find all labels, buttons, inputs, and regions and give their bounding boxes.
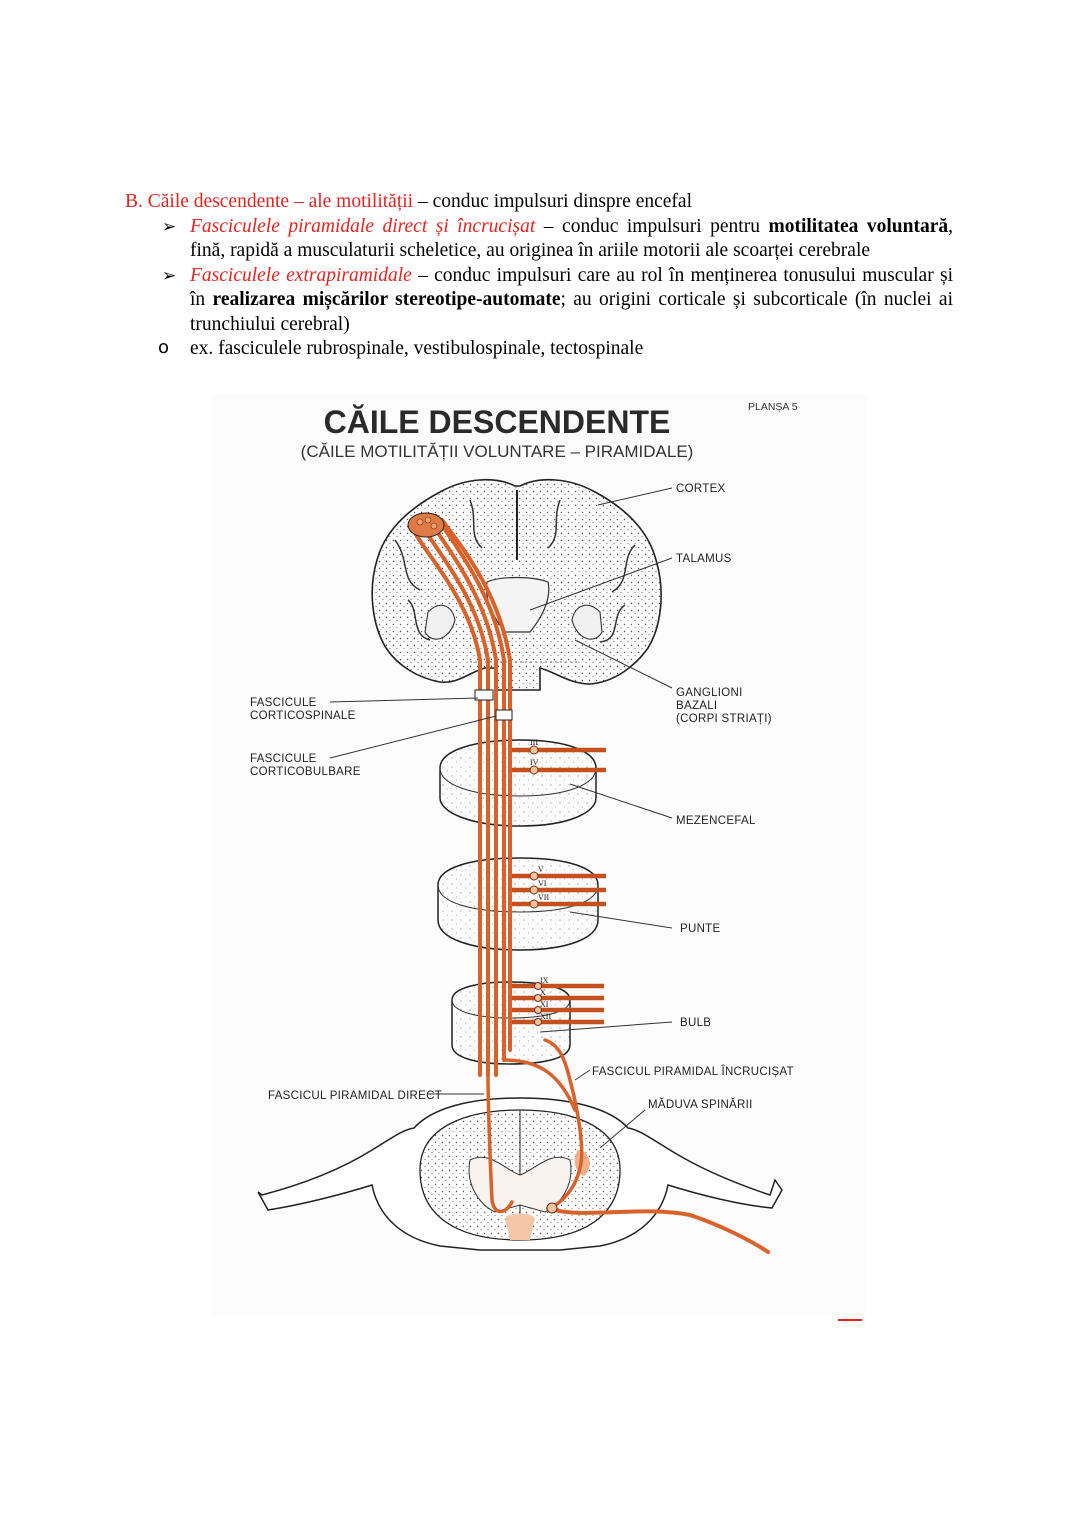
- label-ganglioni: (CORPI STRIAȚI): [676, 713, 772, 725]
- nucleus-label: IV: [530, 758, 539, 767]
- label-punte: PUNTE: [680, 923, 721, 935]
- nucleus-label: XI: [540, 1000, 549, 1009]
- plate-number: PLANȘA 5: [748, 401, 798, 413]
- capsule-marker: [495, 709, 513, 721]
- label-corticobulbare: FASCICULE: [250, 753, 317, 765]
- brain-coronal-section: [371, 478, 662, 691]
- label-ganglioni: BAZALI: [676, 700, 717, 712]
- bullet-bold: realizarea mișcărilor stereotipe-automat…: [212, 289, 561, 310]
- bullet-pyramidal: ➢ Fasciculele piramidale direct și încru…: [125, 215, 953, 264]
- label-bulb: BULB: [680, 1017, 711, 1029]
- bullet-text: – conduc impulsuri care au rol în mențin…: [190, 264, 953, 311]
- midbrain-nuclei: III IV: [512, 738, 606, 775]
- label-mezencefal: MEZENCEFAL: [676, 815, 756, 827]
- crossing-and-direct-tracts: [486, 1038, 770, 1254]
- example-item: o ex. fasciculele rubrospinale, vestibul…: [125, 337, 953, 362]
- label-corticospinale: FASCICULE: [250, 697, 317, 709]
- heading-prefix: B. Căile descendente: [125, 191, 290, 212]
- bullet-text: , fină, rapidă a musculaturii scheletice…: [190, 215, 953, 262]
- nucleus-label: X: [540, 988, 546, 997]
- bullet-term: Fasciculele piramidale direct și încruci…: [190, 215, 536, 237]
- bullet-bold: motilitatea voluntară: [768, 215, 949, 237]
- bullet-text: – conduc impulsuri pentru: [535, 215, 769, 237]
- heading-rest: – conduc impulsuri dinspre encefal: [413, 191, 692, 212]
- figure-subtitle: (CĂILE MOTILITĂȚII VOLUNTARE – PIRAMIDAL…: [301, 442, 694, 461]
- heading-mid: – ale motilității: [289, 191, 414, 212]
- nucleus-label: VII: [538, 893, 549, 902]
- nucleus-label: III: [530, 738, 538, 747]
- bullet-term: Fasciculele extrapiramidale: [190, 264, 412, 286]
- nucleus-label: V: [538, 865, 544, 874]
- label-corticospinale: CORTICOSPINALE: [250, 710, 356, 722]
- label-piramidal-incrucisat: FASCICUL PIRAMIDAL ÎNCRUCIȘAT: [592, 1065, 794, 1078]
- label-piramidal-direct: FASCICUL PIRAMIDAL DIRECT: [268, 1090, 442, 1102]
- bullet-text: ; au origini corticale și subcorticale (…: [190, 289, 954, 335]
- label-cortex: CORTEX: [676, 483, 726, 495]
- pyramidal-tracts: [407, 512, 512, 1077]
- circle-bullet-icon: o: [158, 337, 170, 358]
- example-text: ex. fasciculele rubrospinale, vestibulos…: [190, 338, 644, 359]
- arrow-bullet-icon: ➢: [162, 265, 177, 286]
- nucleus-label: XII: [540, 1012, 551, 1021]
- section-heading: B. Căile descendente – ale motilității –…: [125, 190, 953, 215]
- label-maduva: MĂDUVA SPINĂRII: [648, 1098, 753, 1111]
- midbrain-section: [439, 739, 597, 827]
- label-talamus: TALAMUS: [676, 553, 732, 565]
- nucleus-label: IX: [540, 976, 549, 985]
- figure-title: CĂILE DESCENDENTE: [324, 404, 671, 440]
- capsule-marker: [474, 689, 494, 701]
- nucleus-label: VI: [538, 879, 547, 888]
- label-ganglioni: GANGLIONI: [676, 687, 743, 699]
- label-corticobulbare: CORTICOBULBARE: [250, 766, 361, 778]
- medulla-nuclei: IX X XI XII: [512, 976, 604, 1026]
- arrow-bullet-icon: ➢: [162, 216, 177, 237]
- pons-nuclei: V VI VII: [512, 865, 606, 909]
- text-section: B. Căile descendente – ale motilității –…: [125, 190, 953, 362]
- bullet-extrapyramidal: ➢ Fasciculele extrapiramidale – conduc i…: [125, 264, 953, 338]
